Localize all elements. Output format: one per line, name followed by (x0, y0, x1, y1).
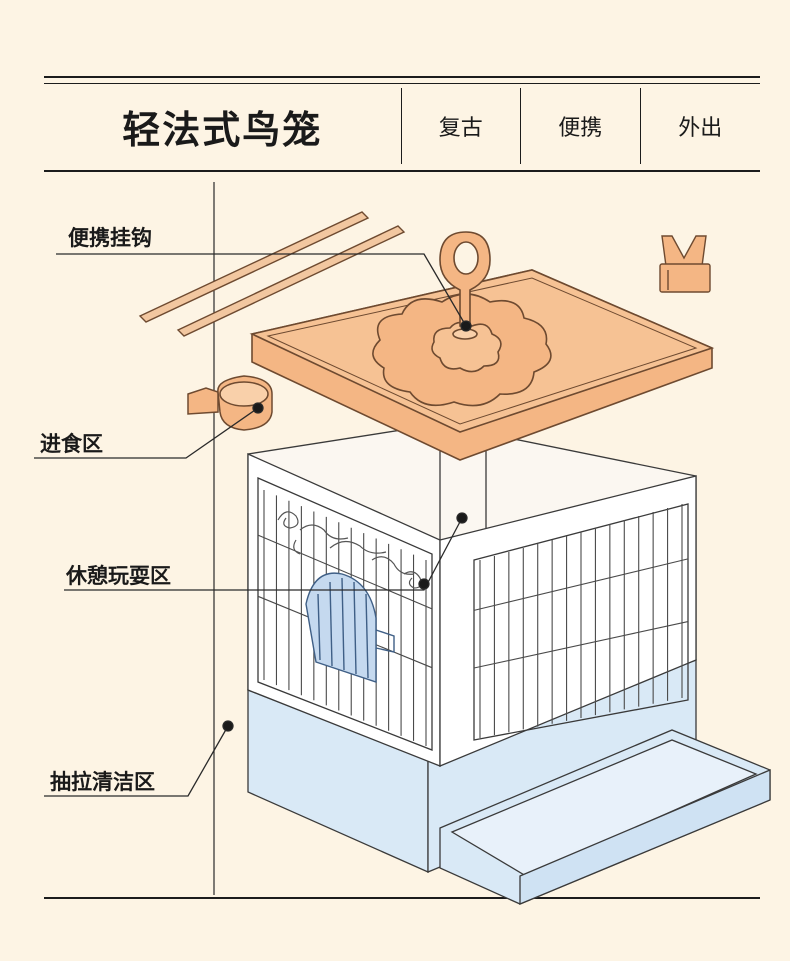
callout-hook-label: 便携挂钩 (68, 226, 152, 250)
header: 轻法式鸟笼 复古 便携 外出 (44, 76, 760, 172)
cage-rail-right (473, 558, 689, 611)
rest-play-leader (64, 517, 463, 591)
tag-portable: 便携 (520, 88, 640, 164)
callout-cleaning-label: 抽拉清洁区 (50, 770, 155, 794)
callout-leaders (34, 253, 472, 797)
feeding-dot (252, 402, 264, 414)
hook-dot (460, 320, 472, 332)
cage-rail-left (257, 534, 433, 610)
page-title: 轻法式鸟笼 (122, 107, 323, 152)
scroll-ornament (277, 511, 422, 589)
cage-rail-right (473, 621, 689, 669)
callout-rest-play-label: 休憩玩耍区 (66, 564, 171, 588)
cage-door (305, 572, 395, 683)
rest-play-dot (456, 512, 468, 524)
feeding-cup (187, 375, 273, 431)
rest-play-dot-2 (418, 578, 430, 590)
tag-outing: 外出 (639, 88, 761, 164)
header-cells: 轻法式鸟笼 复古 便携 外出 (44, 88, 760, 164)
header-top-rule-thin (44, 83, 760, 84)
tag-retro: 复古 (400, 88, 521, 164)
cage-bars (257, 490, 689, 746)
cleaning-leader (44, 725, 229, 797)
header-bottom-rule (44, 170, 760, 172)
cleaning-dot (222, 720, 234, 732)
header-top-rule (44, 76, 760, 78)
cleaning-drawer (439, 729, 771, 905)
feeding-leader (34, 407, 259, 459)
hook-leader (56, 253, 467, 327)
perch-stand-piece (659, 235, 711, 293)
cage-lid (249, 269, 715, 461)
callout-feeding-label: 进食区 (40, 432, 103, 456)
